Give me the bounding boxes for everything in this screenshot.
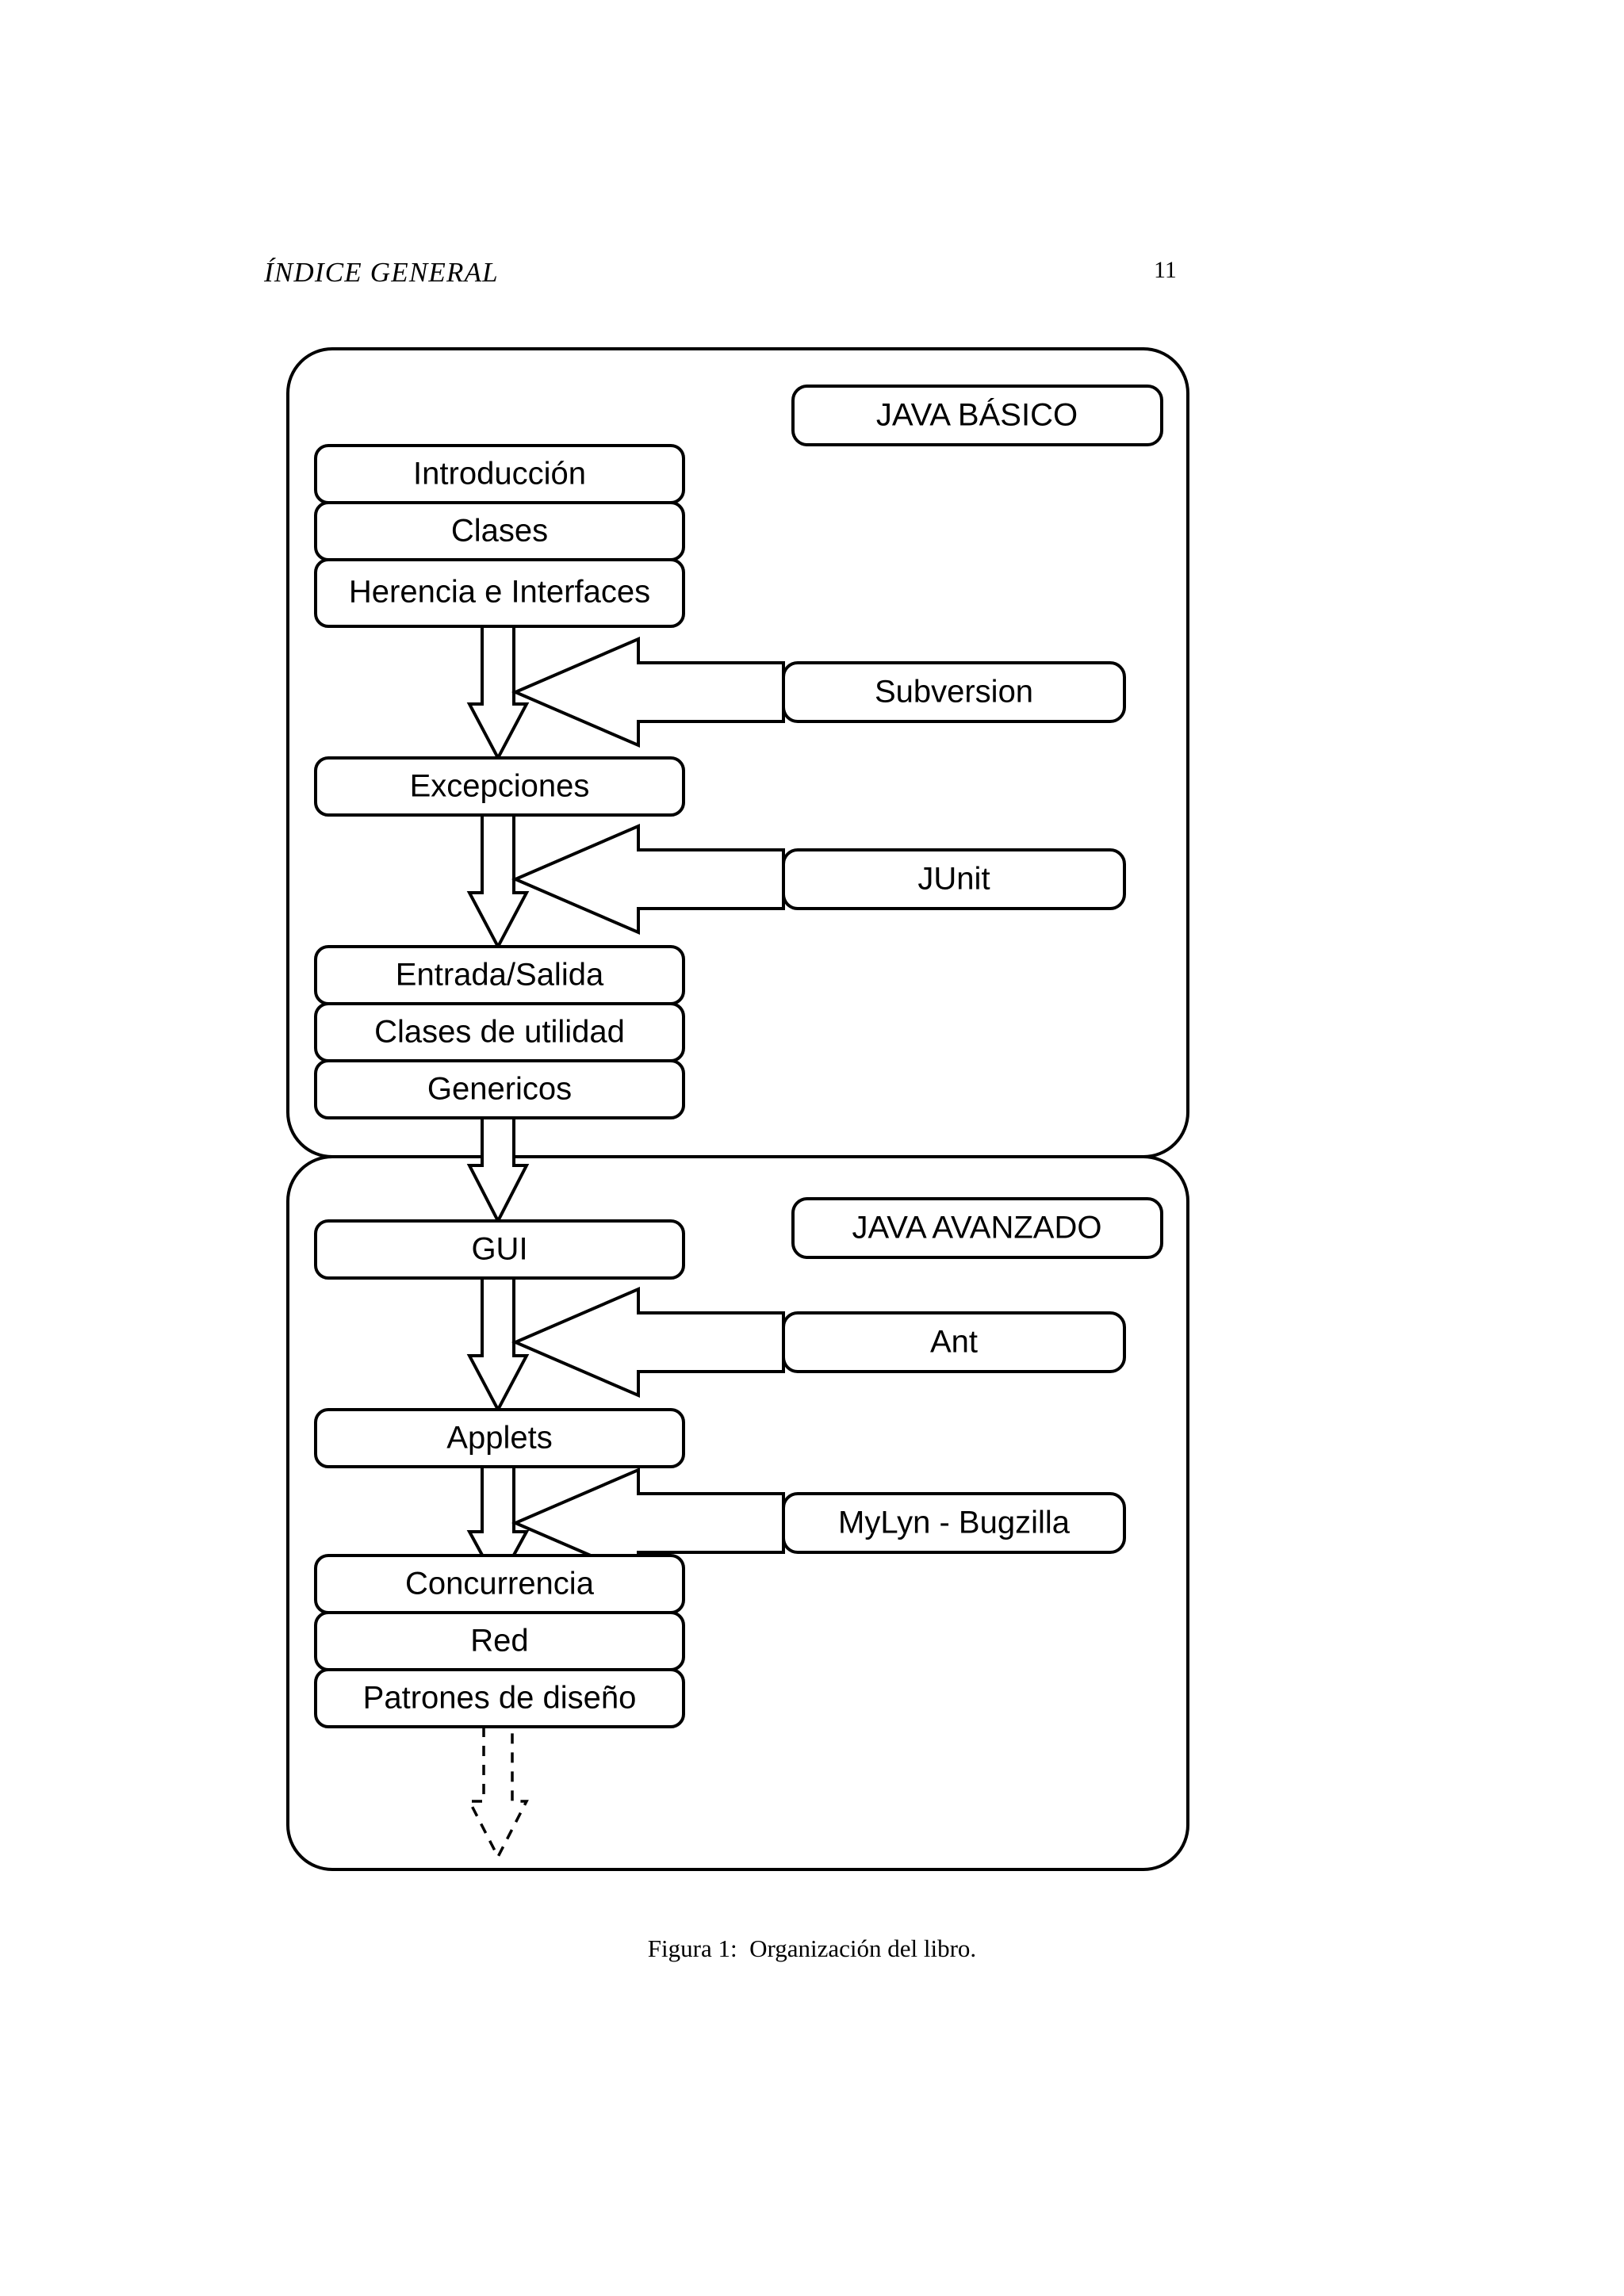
figure-caption: Figura 1: Organización del libro. bbox=[647, 1934, 977, 1962]
panel-title-java-avanzado: JAVA AVANZADO bbox=[791, 1197, 1163, 1259]
panel-title-label: JAVA AVANZADO bbox=[852, 1211, 1102, 1246]
box-label: Genericos bbox=[427, 1072, 572, 1107]
box-label: Clases de utilidad bbox=[374, 1015, 625, 1050]
box-label: MyLyn - Bugzilla bbox=[838, 1506, 1071, 1540]
box-introduccion: Introducción bbox=[314, 444, 685, 504]
box-entrada-salida: Entrada/Salida bbox=[314, 945, 685, 1005]
box-clases-de-utilidad: Clases de utilidad bbox=[314, 1002, 685, 1062]
arrow-herencia-to-excepciones bbox=[466, 625, 530, 762]
box-applets: Applets bbox=[314, 1408, 685, 1468]
box-label: Herencia e Interfaces bbox=[349, 575, 650, 610]
box-junit: JUnit bbox=[782, 848, 1126, 910]
box-excepciones: Excepciones bbox=[314, 756, 685, 817]
box-subversion: Subversion bbox=[782, 661, 1126, 723]
arrow-excepciones-to-entrada-salida bbox=[466, 813, 530, 951]
running-head-title: ÍNDICE GENERAL bbox=[264, 257, 499, 288]
box-label: Clases bbox=[451, 514, 548, 549]
box-genericos: Genericos bbox=[314, 1059, 685, 1119]
arrow-ant-to-flow bbox=[511, 1286, 785, 1399]
arrow-terminal-dashed bbox=[467, 1727, 529, 1860]
box-red: Red bbox=[314, 1611, 685, 1671]
box-label: GUI bbox=[471, 1232, 527, 1267]
arrow-junit-to-flow bbox=[511, 823, 785, 936]
box-herencia-e-interfaces: Herencia e Interfaces bbox=[314, 558, 685, 628]
box-concurrencia: Concurrencia bbox=[314, 1554, 685, 1614]
arrow-subversion-to-flow bbox=[511, 636, 785, 748]
box-mylyn-bugzilla: MyLyn - Bugzilla bbox=[782, 1492, 1126, 1554]
box-label: Applets bbox=[446, 1421, 552, 1456]
box-label: Ant bbox=[930, 1325, 978, 1360]
box-ant: Ant bbox=[782, 1311, 1126, 1373]
box-gui: GUI bbox=[314, 1219, 685, 1280]
box-label: JUnit bbox=[917, 862, 990, 897]
arrow-gui-to-applets bbox=[466, 1276, 530, 1414]
panel-title-label: JAVA BÁSICO bbox=[876, 397, 1078, 433]
box-patrones-de-diseno: Patrones de diseño bbox=[314, 1668, 685, 1728]
panel-title-java-basico: JAVA BÁSICO bbox=[791, 385, 1163, 446]
box-label: Concurrencia bbox=[405, 1567, 595, 1601]
box-label: Excepciones bbox=[410, 769, 590, 804]
box-label: Red bbox=[470, 1624, 528, 1659]
box-label: Entrada/Salida bbox=[396, 958, 604, 993]
box-label: Introducción bbox=[413, 457, 586, 492]
page-number: 11 bbox=[1154, 257, 1177, 283]
box-clases: Clases bbox=[314, 501, 685, 561]
arrow-mylyn-bugzilla-to-flow bbox=[511, 1467, 785, 1579]
box-label: Subversion bbox=[875, 675, 1033, 710]
box-label: Patrones de diseño bbox=[363, 1681, 637, 1716]
